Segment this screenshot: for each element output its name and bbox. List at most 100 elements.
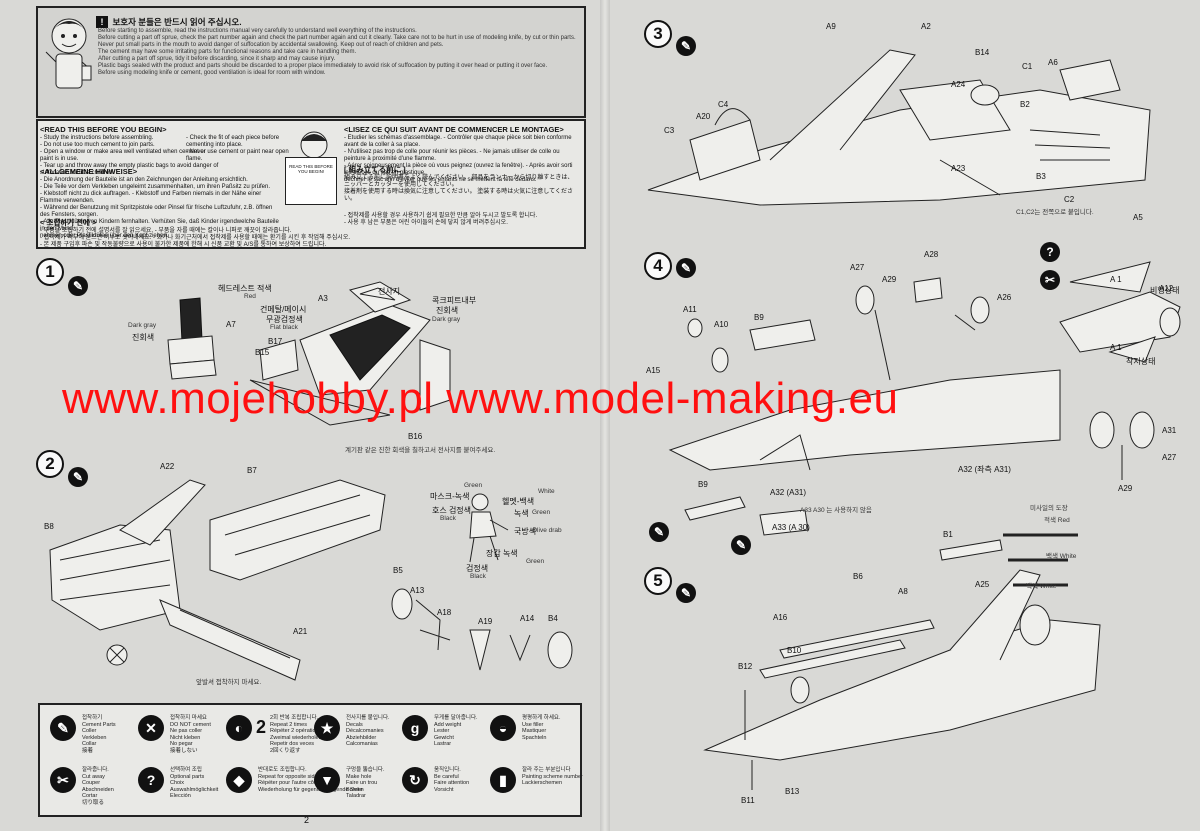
text-line: - Never use cement or paint near open fl…: [186, 149, 289, 162]
label-b3: B3: [1036, 172, 1046, 181]
step-4-sub-diagram: [684, 496, 809, 536]
step-3-note: C1,C2는 전쪽으로 붙입니다.: [1016, 209, 1094, 216]
label-a23: A23: [951, 164, 966, 173]
page-fold: [600, 0, 610, 831]
text-line: 組み立てる前に説明書をよく読んでください。 部品をランナーから切り離すときは、ニ…: [344, 175, 574, 188]
kr-lines: - 부품을 조립하기 전에 설명서를 잘 읽으세요. - 부품을 자를 때에는 …: [40, 228, 480, 249]
watermark: www.mojehobby.pl www.model-making.eu: [62, 374, 899, 423]
pilot-figure: [469, 493, 509, 563]
text-line: The cement may have some irritating part…: [98, 49, 357, 55]
step-2-note: 앞발셔 접착하지 마세요.: [196, 679, 262, 686]
cut-icon: ✂: [50, 767, 76, 793]
label-a25: A25: [975, 580, 990, 589]
label-b6: B6: [853, 572, 863, 581]
text-line: - 접착제가 피부에 묻으면 비누로 씻어내세요. - 화기나 화기근처에서 접…: [40, 235, 351, 241]
label-a16: A16: [773, 613, 788, 622]
label-a2: A2: [921, 22, 931, 31]
cartoon-kid-icon: [45, 18, 92, 89]
label-b2: B2: [1020, 100, 1030, 109]
text-line: Plastic bags sealed with the product and…: [98, 63, 548, 69]
label-a32: A32 (A31): [770, 488, 807, 497]
step-1-note: 계기판 같은 진한 회색을 칠하고서 전사지를 붙여주세요.: [345, 447, 496, 454]
speech-text: READ THIS BEFORE YOU BEGIN!: [289, 164, 333, 174]
step-5-diagram: [703, 539, 1101, 790]
text-line: - Klebstoff nicht zu dick auftragen. - K…: [40, 191, 262, 204]
label-a7: A7: [226, 320, 236, 329]
label-a27-b: A27: [1162, 453, 1177, 462]
cement-icon: ✎: [676, 258, 696, 278]
label-a18: A18: [437, 608, 452, 617]
legend-text: 평평하게 하세요. Use filler Mastiquer Spachteln: [522, 715, 561, 741]
text-line: After cutting a part off sprue, tidy it …: [98, 56, 336, 62]
step-4-note: A33 A30 는 사용하지 않음: [800, 507, 872, 514]
label-c2: C2: [1064, 195, 1075, 204]
repeat-opp-icon: ◆: [226, 767, 252, 793]
label-dark-gray-kr: 진회색: [132, 333, 155, 342]
text-line: - Study the instructions before assembli…: [40, 135, 154, 141]
text-line: - Check the fit of each piece before cem…: [186, 135, 280, 148]
label-gunmetal: 건메탈/메이시: [260, 305, 307, 314]
text-line: - 부품을 조립하기 전에 설명서를 잘 읽으세요. - 부품을 자를 때에는 …: [40, 228, 292, 234]
label-flat-black-kr: 무광검정색: [266, 315, 303, 324]
text-line: - Alle Plastiktüten von Kindern fernhalt…: [40, 219, 279, 232]
label-a15: A15: [646, 366, 661, 375]
jp-title: [ 組み立てる前に ]: [344, 165, 406, 174]
label-a21: A21: [293, 627, 308, 636]
en-right: - Check the fit of each piece before cem…: [186, 135, 296, 163]
step-4-options-diagram: [1059, 261, 1181, 363]
text-line: Before cutting a part off sprue, check t…: [98, 35, 576, 41]
cement-icon: ✎: [50, 715, 76, 741]
text-line: Before using modeling knife or cement, g…: [98, 70, 326, 76]
label-green-3: Green: [526, 558, 545, 565]
label-b16: B16: [408, 432, 423, 441]
fr-title: <LISEZ CE QUI SUIT AVANT DE COMMENCER LE…: [344, 125, 564, 134]
legend-text: 무게를 달아줍니다. Add weight Lester Gewicht Las…: [434, 715, 478, 747]
legend-text: 선택하여 조립 Optional parts Choix Auswahlmögl…: [170, 767, 219, 799]
text-line: - Aérer soigneusement la pièce où vous p…: [344, 163, 573, 176]
step-2-diagram: [49, 479, 386, 681]
label-a1: A 1: [1110, 275, 1122, 284]
text-line: - Die Teile vor dem Verkleben ungeleimt …: [40, 184, 271, 190]
fr-lines: - Etudier les schémas d'assemblage. - Co…: [344, 135, 578, 184]
page-number: 2: [304, 815, 310, 825]
label-a12: A12: [1159, 284, 1174, 293]
de-lines: - Die Anordnung der Bauteile ist an den …: [40, 177, 280, 240]
text-line: - N'utilisez pas trop de colle pour réun…: [344, 149, 560, 162]
label-b9-b: B9: [698, 480, 708, 489]
warning-icon: !: [96, 16, 108, 28]
label-b9: B9: [754, 313, 764, 322]
legend-text: 움직입니다. Be careful Faire attention Vorsic…: [434, 767, 470, 793]
option-icon: ?: [138, 767, 164, 793]
text-line: Never put small parts in the mouth to av…: [98, 42, 444, 48]
label-b13: B13: [785, 787, 800, 796]
decal-icon: ★: [314, 715, 340, 741]
step-1-diagram: [167, 281, 451, 426]
label-missile-red: 적색 Red: [1044, 517, 1070, 524]
label-c3: C3: [664, 126, 675, 135]
no-cement-icon: ✕: [138, 715, 164, 741]
de-title: <ALLGEMEINE HINWEISE>: [40, 167, 138, 176]
label-green-2: Green: [532, 509, 551, 516]
text-line: 接着剤を使用する時は換気に注意してください。 塗装する時は火気に注意してください…: [344, 189, 573, 202]
label-helmet: 헬멧-백색: [502, 497, 535, 506]
label-b4: B4: [548, 614, 558, 623]
legend-text: 전사지를 붙입니다. Decals Décalcomanies Abziehbi…: [346, 715, 390, 747]
label-b15: B15: [255, 348, 270, 357]
label-flight-state: 비행상태: [1150, 286, 1180, 295]
repeat-count: 2: [256, 717, 267, 737]
legend-text: 구멍을 뚫습니다. Make hole Faire un trou Bohren…: [346, 767, 385, 799]
label-dark-gray: Dark gray: [128, 322, 157, 329]
kr-right: - 접착제를 사용할 경우 사용하기 쉽게 필요한 만큼 알아 두시고 발도록 …: [344, 213, 578, 227]
label-b11: B11: [741, 796, 755, 805]
cement-icon: ✎: [676, 36, 696, 56]
jp-lines: 組み立てる前に説明書をよく読んでください。 部品をランナーから切り離すときは、ニ…: [344, 175, 578, 203]
cement-icon: ✎: [649, 522, 669, 542]
en-lines: - Study the instructions before assembli…: [40, 135, 220, 177]
warning-box: ! 보호자 분들은 반드시 읽어 주십시오. Before starting t…: [36, 6, 586, 118]
text-line: - Während der Benutzung mit Spritzpistol…: [40, 205, 273, 218]
label-a6: A6: [1048, 58, 1058, 67]
label-b7: B7: [247, 466, 257, 475]
legend-text: 잘라 주는 부분입니다 Painting scheme number Lacki…: [522, 767, 583, 786]
legend-text: 잘라줍니다. Cut away Couper Abschneiden Corta…: [82, 767, 114, 806]
label-b14: B14: [975, 48, 990, 57]
